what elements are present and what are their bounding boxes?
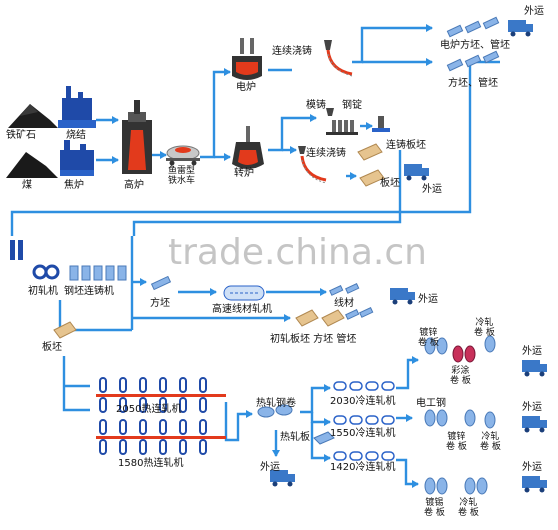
label-iron-ore: 铁矿石 [6,130,36,141]
label-cold-coil-3: 冷轧 卷 板 [458,498,479,518]
label-bof: 转炉 [234,168,254,179]
label-slab-caster: 连铸板坯 [386,140,426,151]
cold-mill-1420-icon [333,451,395,461]
flow-hsm-out [224,402,253,442]
label-ship-out-top: 外运 [524,6,544,17]
coil-products-icon [424,335,496,495]
cold-mill-1550-icon [333,415,395,425]
label-ship-out-r3: 外运 [522,462,542,473]
flow-cold3-out [396,458,419,488]
label-hsm-2050: 2050热连轧机 [116,404,182,415]
wire-rod-icon [329,282,360,296]
label-hsm-1580: 1580热连轧机 [118,458,184,469]
label-eaf: 电炉 [236,82,256,93]
label-cold-coil-2: 冷轧 卷 板 [480,432,501,452]
label-coal: 煤 [22,180,32,191]
ingot-mold-icon [326,108,358,135]
flow-ccm-top-out [352,24,433,64]
flow-slab-loop [132,150,402,236]
label-blast-furnace: 高炉 [124,180,144,191]
label-slab-low: 板坯 [42,342,62,353]
label-cold-coil-1: 冷轧 卷 板 [474,318,495,338]
label-billet: 方坯 [150,298,170,309]
watermark: trade.china.cn [168,232,427,273]
label-tin-coil: 镀锡 卷 板 [424,498,445,518]
truck-icon [270,20,547,493]
label-sinter: 烧结 [66,130,86,141]
label-eaf-products: 电炉方坯、管坯 [440,40,510,51]
iron-ore-pile-icon [8,104,58,128]
label-ship-out-r1: 外运 [522,346,542,357]
flow-bof-up [268,114,317,152]
label-ingot-casting: 模铸 [306,100,326,111]
flow-lines [10,24,500,488]
label-billet-caster: 钢坯连铸机 [64,286,114,297]
primary-products-icon [295,306,374,327]
flow-cold1-out [396,356,419,390]
label-wire-rod: 线材 [334,298,354,309]
label-hot-coil: 热轧钢卷 [256,398,296,409]
label-cold-1550: 1550冷连轧机 [330,428,396,439]
eaf-icon [232,38,262,80]
wire-mill-icon [223,285,265,301]
label-torpedo-car: 鱼雷型 铁水车 [168,166,196,186]
flow-to-cold [300,384,331,414]
blast-furnace-icon [122,100,152,174]
label-galv-coil-2: 镀锌 卷 板 [446,432,467,452]
label-ccm-top: 连续浇铸 [272,46,312,57]
label-electrical-steel: 电工钢 [416,398,446,409]
slab-block-icon [357,143,385,187]
flow-slab-down [62,356,90,412]
torpedo-car-icon [166,145,200,166]
hsm-2050-icon [96,377,226,413]
label-ship-out-1: 外运 [422,184,442,195]
billet-bundle-icon [446,16,500,72]
billet-caster-icon [69,265,127,281]
label-ship-out-3: 外运 [260,462,280,473]
cold-mill-2030-icon [333,381,395,391]
label-slab-mid: 板坯 [380,178,400,189]
label-ccm-mid: 连续浇铸 [306,148,346,159]
label-wire-mill: 高速线材轧机 [212,304,272,315]
label-hot-sheet: 热轧板 [280,432,310,443]
flow-to-cold3 [310,422,331,462]
flow-torpedo-branch [200,68,231,159]
slab-low-icon [53,321,77,339]
coke-oven-icon [60,140,94,176]
label-cold-1420: 1420冷连轧机 [330,462,396,473]
label-primary-products: 初轧板坯 方坯 管坯 [270,334,357,345]
label-ship-out-2: 外运 [418,294,438,305]
sinter-plant-icon [58,86,96,128]
flow-return-loop [10,60,500,236]
billet-icon [150,275,172,291]
hot-coil-icon [257,404,293,418]
label-billet-pipe-top: 方坯、管坯 [448,78,498,89]
ccm-mid-icon [298,146,327,184]
hot-sheet-icon [313,431,335,445]
label-ship-out-r2: 外运 [522,402,542,413]
ccm-top-icon [324,40,353,77]
flow-to-cold2 [310,412,331,426]
label-coke-oven: 焦炉 [64,180,84,191]
hsm-1580-icon [96,419,226,455]
slab-caster-icon [372,116,390,132]
label-ingot: 钢锭 [342,100,362,111]
blooming-mill-icon [10,240,60,280]
label-galv-coil-1: 镀锌 卷 板 [418,328,439,348]
bof-icon [232,126,264,169]
coal-pile-icon [6,152,58,178]
label-color-coated: 彩涂 卷 板 [450,366,471,386]
label-cold-2030: 2030冷连轧机 [330,396,396,407]
label-blooming-mill: 初轧机 [28,286,58,297]
